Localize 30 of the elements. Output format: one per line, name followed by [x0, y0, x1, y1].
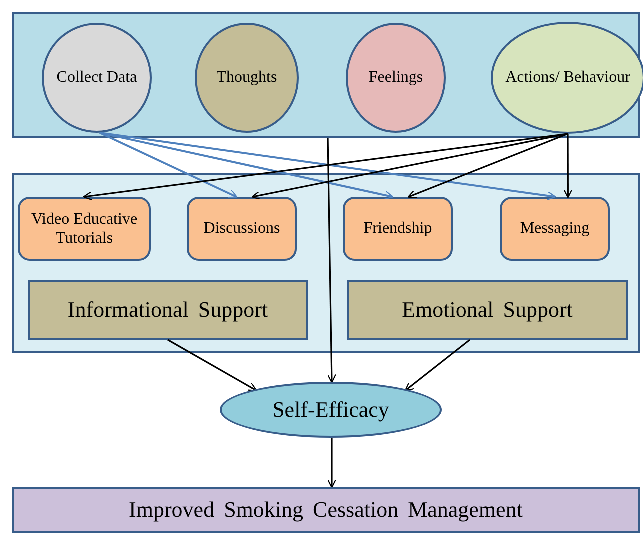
rounded-box — [500, 197, 610, 261]
node-label: Thoughts — [216, 68, 278, 88]
group-panel — [12, 173, 640, 353]
node-label: Emotional Support — [402, 296, 573, 324]
node-label: Informational Support — [68, 296, 268, 324]
outcome-box — [12, 487, 640, 533]
node-label: Improved Smoking Cessation Management — [129, 496, 523, 524]
arrow — [252, 133, 568, 200]
arrow — [100, 132, 238, 198]
node-label: Messaging — [520, 219, 590, 239]
support-box — [347, 280, 628, 340]
arrow — [327, 138, 336, 384]
rounded-box — [343, 197, 453, 261]
node-label: Friendship — [364, 219, 432, 239]
support-box — [28, 280, 308, 340]
rounded-box — [187, 197, 297, 261]
arrow — [408, 133, 568, 199]
node-label: Video Educative Tutorials — [30, 210, 139, 248]
group-panel — [12, 12, 640, 138]
node-label: Collect Data — [56, 68, 138, 88]
arrow — [404, 339, 470, 392]
arrow — [100, 132, 394, 200]
rounded-box — [18, 197, 151, 261]
arrow — [168, 339, 258, 392]
arrow — [564, 134, 573, 198]
node-label: Actions/ Behaviour — [506, 68, 630, 88]
node-label: Discussions — [204, 219, 280, 239]
arrow — [327, 438, 337, 488]
node-label: Feelings — [368, 68, 424, 88]
node-label: Self-Efficacy — [272, 396, 390, 424]
